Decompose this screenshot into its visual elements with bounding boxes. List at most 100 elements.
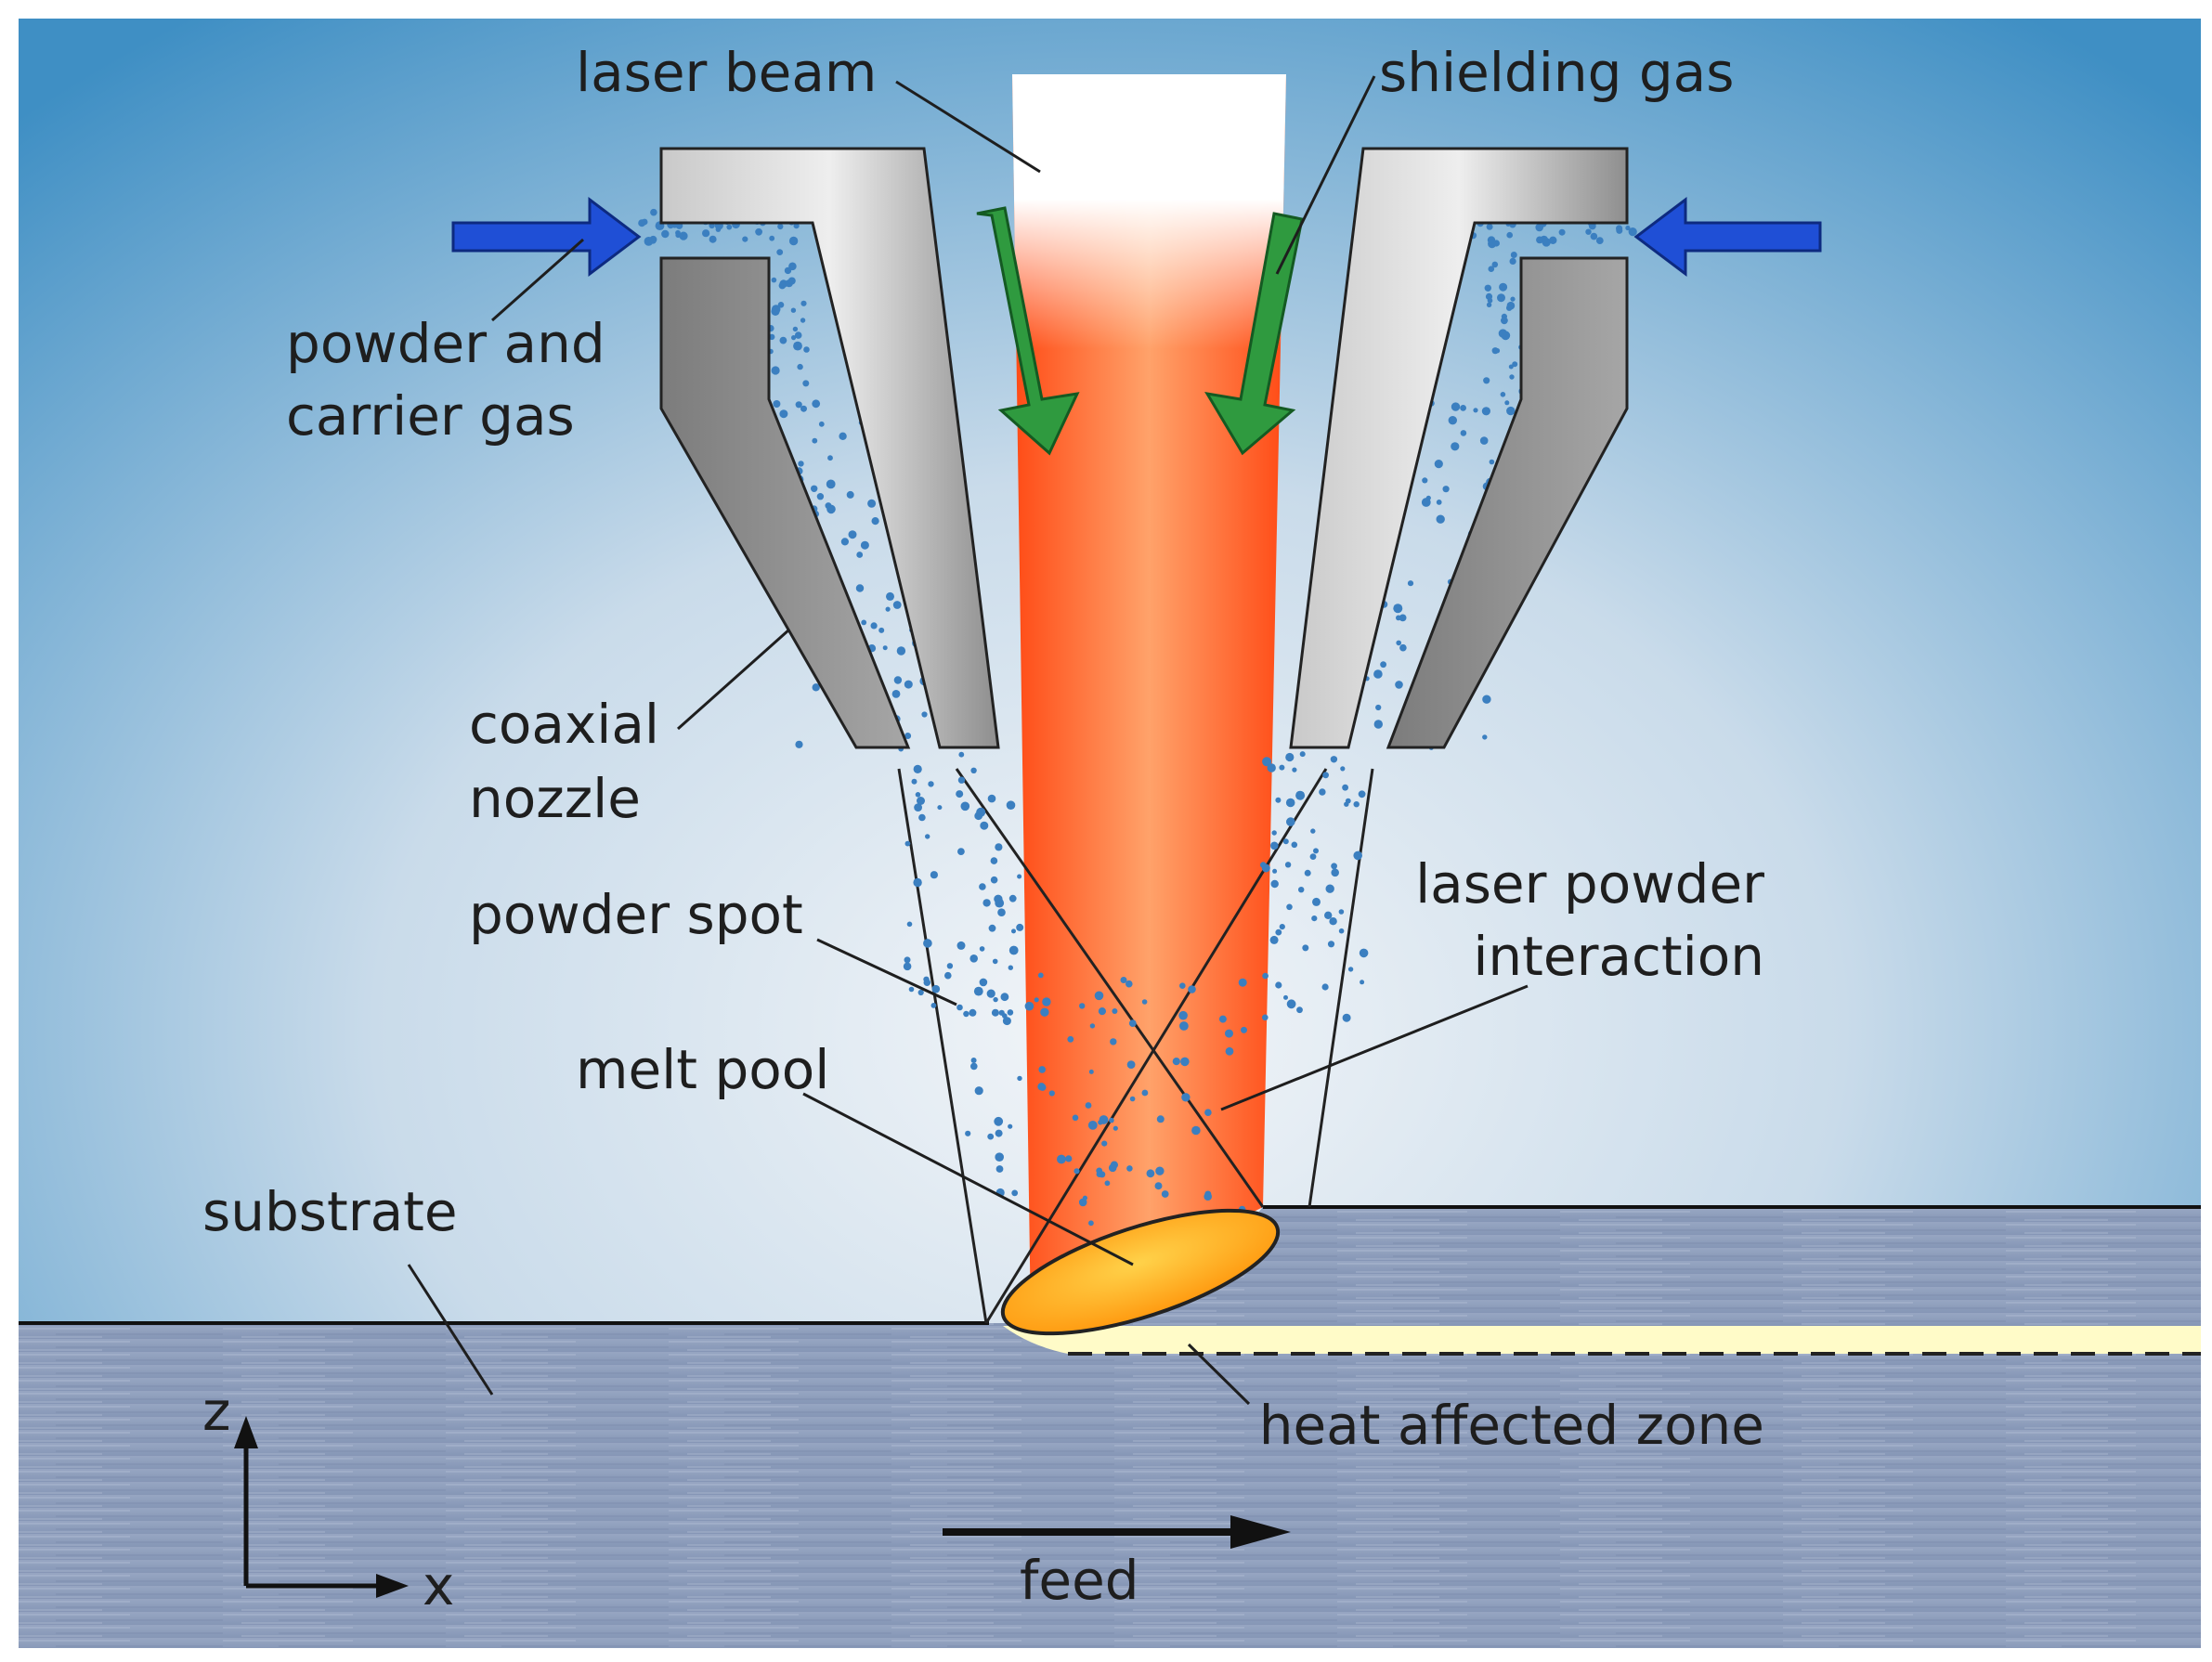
powder-particle (1373, 669, 1383, 679)
powder-particle (1460, 430, 1467, 436)
powder-particle (957, 848, 965, 855)
powder-particle (1270, 879, 1279, 889)
powder-particle (1101, 1140, 1108, 1147)
powder-particle (856, 552, 864, 558)
powder-particle (1218, 1015, 1227, 1023)
powder-particle (979, 883, 986, 890)
powder-particle (995, 1129, 1003, 1137)
powder-particle (1088, 1220, 1094, 1227)
powder-particle (995, 1152, 1004, 1162)
powder-particle (1506, 406, 1516, 416)
powder-particle (1448, 416, 1458, 425)
powder-particle (800, 300, 807, 306)
powder-particle (826, 504, 836, 514)
powder-particle (1330, 756, 1338, 763)
heat-affected-zone (1003, 1326, 2201, 1354)
powder-particle (827, 455, 833, 461)
powder-particle (980, 821, 989, 830)
powder-particle (1347, 967, 1354, 972)
label-laser-beam: laser beam (576, 41, 877, 104)
powder-particle (1509, 257, 1516, 265)
label-axis-z: z (202, 1380, 230, 1443)
powder-particle (1286, 999, 1296, 1009)
powder-particle (937, 805, 943, 811)
powder-feed-arrow-right (1633, 196, 1822, 278)
powder-particle (1434, 460, 1443, 469)
powder-particle (1104, 1180, 1111, 1187)
powder-particle (1588, 222, 1596, 230)
powder-particle (1479, 436, 1489, 445)
powder-particle (779, 409, 788, 419)
powder-particle (776, 249, 784, 255)
powder-particle (1399, 643, 1407, 652)
powder-stream-cones (897, 768, 1374, 1324)
powder-particle (1483, 377, 1490, 384)
powder-particle (987, 1133, 995, 1140)
powder-particle (1321, 983, 1329, 991)
powder-particle (1172, 1058, 1180, 1066)
powder-particle (1260, 862, 1267, 868)
powder-particle (1353, 801, 1360, 808)
powder-particle (1327, 941, 1335, 948)
powder-particle (1295, 790, 1306, 800)
powder-particle (957, 776, 966, 784)
powder-particle (1191, 1125, 1201, 1136)
powder-particle (1310, 828, 1316, 834)
powder-particle (1549, 236, 1557, 244)
powder-particle (839, 432, 847, 440)
powder-particle (1482, 734, 1488, 740)
powder-particle (1204, 1192, 1212, 1201)
powder-particle (914, 803, 922, 812)
powder-particle (650, 208, 657, 216)
powder-particle (1285, 798, 1295, 808)
powder-particle (1630, 229, 1636, 236)
powder-particle (1275, 981, 1282, 989)
powder-particle (1373, 720, 1384, 729)
powder-particle (878, 627, 885, 633)
powder-particle (995, 843, 1003, 851)
powder-particle (787, 277, 796, 285)
powder-particle (1500, 392, 1506, 397)
powder-particle (726, 224, 733, 230)
powder-particle (979, 946, 985, 952)
powder-particle (1098, 1007, 1106, 1016)
powder-particle (1491, 261, 1499, 268)
powder-particle (1283, 994, 1288, 1000)
powder-particle (1181, 1093, 1191, 1102)
powder-particle (1338, 909, 1345, 915)
powder-particle (990, 857, 998, 864)
powder-particle (1491, 347, 1499, 355)
powder-particle (904, 680, 913, 689)
powder-particle (1396, 615, 1401, 621)
powder-particle (1512, 361, 1518, 368)
powder-particle (994, 894, 1003, 903)
powder-particle (1108, 1163, 1117, 1173)
powder-particle (791, 335, 797, 341)
melt-pool (1000, 1208, 1281, 1336)
powder-particle (1262, 1014, 1269, 1021)
powder-particle (1011, 1189, 1019, 1197)
powder-particle (812, 399, 821, 409)
powder-particle (1299, 751, 1306, 758)
powder-particle (795, 401, 802, 409)
label-laser-powder-1: laser powder (1415, 852, 1764, 915)
powder-particle (930, 1003, 937, 1008)
powder-particle (915, 792, 921, 798)
powder-particle (755, 227, 762, 236)
powder-particle (1506, 301, 1516, 310)
powder-particle (1120, 977, 1127, 983)
powder-particle (1141, 1089, 1149, 1097)
powder-particle (1065, 1155, 1073, 1162)
powder-particle (913, 764, 922, 774)
powder-particle (846, 490, 854, 499)
powder-particle (1079, 1003, 1086, 1009)
powder-particle (987, 794, 996, 803)
powder-particle (1017, 874, 1022, 879)
powder-particle (1225, 1029, 1233, 1038)
powder-particle (1616, 227, 1623, 234)
powder-particle (893, 676, 903, 684)
powder-particle (1042, 997, 1051, 1006)
powder-particle (917, 989, 924, 996)
powder-particle (1082, 1195, 1087, 1201)
powder-particle (1067, 1035, 1074, 1043)
